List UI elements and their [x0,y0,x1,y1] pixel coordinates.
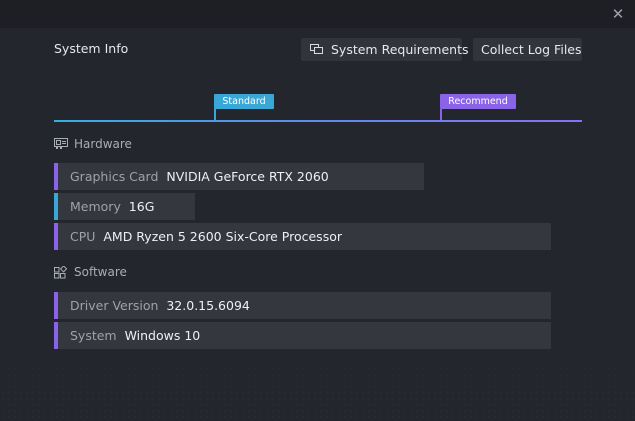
collect-log-files-button[interactable]: Collect Log Files [473,38,582,61]
decorative-dot-pattern [0,330,635,421]
memory-row: Memory 16G [54,193,195,220]
title-bar [0,0,635,28]
performance-scale [54,120,582,122]
system-requirements-label: System Requirements [331,42,469,57]
recommend-marker [440,109,442,121]
cpu-row: CPU AMD Ryzen 5 2600 Six-Core Processor [54,223,551,250]
hardware-section-header: Hardware [54,137,174,153]
standard-tag: Standard [214,94,274,109]
memory-info: Memory 16G [70,193,154,220]
gpu-card-icon [54,138,68,149]
software-heading: Software [74,265,127,279]
graphics-card-value: NVIDIA GeForce RTX 2060 [166,169,329,184]
cpu-label: CPU [70,229,96,244]
memory-value: 16G [128,199,155,214]
software-section-header: Software [54,265,174,281]
windows-grid-icon [54,266,67,279]
driver-version-value: 32.0.15.6094 [166,298,250,313]
system-requirements-button[interactable]: System Requirements [301,38,469,61]
cpu-value: AMD Ryzen 5 2600 Six-Core Processor [103,229,342,244]
page-title: System Info [54,41,129,56]
standard-marker [214,109,216,121]
driver-version-info: Driver Version 32.0.15.6094 [70,292,250,319]
graphics-card-label: Graphics Card [70,169,159,184]
memory-label: Memory [70,199,121,214]
monitor-chat-icon [310,44,323,54]
recommend-tag: Recommend [440,94,516,109]
driver-version-row: Driver Version 32.0.15.6094 [54,292,551,319]
graphics-card-row: Graphics Card NVIDIA GeForce RTX 2060 [54,163,424,190]
close-icon[interactable]: ✕ [611,5,625,23]
hardware-heading: Hardware [74,137,132,151]
cpu-info: CPU AMD Ryzen 5 2600 Six-Core Processor [70,223,342,250]
graphics-card-info: Graphics Card NVIDIA GeForce RTX 2060 [70,163,329,190]
collect-log-files-label: Collect Log Files [481,42,582,57]
driver-version-label: Driver Version [70,298,159,313]
